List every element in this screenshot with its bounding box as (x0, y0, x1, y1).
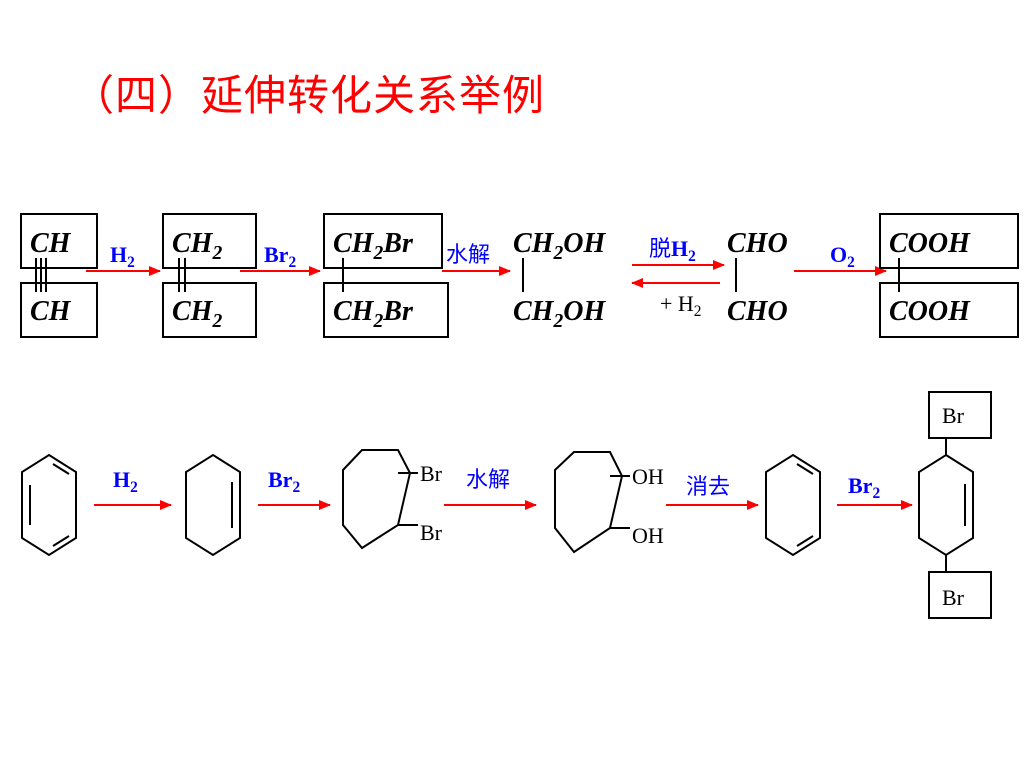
br-boxed-bottom: Br (942, 585, 965, 610)
reagent-dehydrogenation: 脱H2 (649, 236, 696, 265)
oxalic-acid-structure: COOH COOH (879, 213, 1019, 338)
benzene-ring (21, 453, 77, 557)
cyclohexene-ring (185, 453, 241, 557)
arrow-br2-row1: Br2 (240, 242, 321, 276)
ethyne-bottom-label: CH (30, 296, 72, 327)
glyoxal-top-label: CHO (727, 228, 788, 259)
reagent-h2-row1: H2 (110, 242, 135, 271)
ethyne-structure: CH CH (20, 213, 98, 338)
reagent-br2b-row2: Br2 (848, 473, 880, 502)
cyclohexanediol-ring: OH OH (554, 451, 664, 554)
arrow-hydrolysis-row2: 水解 (444, 468, 537, 510)
arrow-hydrogenation: + H2 (631, 278, 720, 320)
reagent-hydrolysis-row2: 水解 (466, 468, 510, 493)
dibromocyclohexane-ring: Br Br (342, 449, 443, 550)
reagent-elimination: 消去 (686, 475, 730, 500)
oh-substituent-bottom: OH (632, 523, 664, 548)
glycol-top-label: CH2OH (513, 228, 606, 264)
dibromoethane-structure: CH2Br CH2Br (323, 213, 449, 338)
reagent-h2-row2: H2 (113, 467, 138, 496)
br-top-box (928, 391, 992, 439)
ethyne-top-label: CH (30, 228, 72, 259)
dibromo-bottom-label: CH2Br (333, 296, 414, 332)
oxalic-top-box (879, 213, 1019, 269)
br-boxed-top: Br (942, 403, 965, 428)
page-title: （四）延伸转化关系举例 (72, 71, 546, 120)
arrow-dehydrogenation: 脱H2 (632, 236, 725, 270)
arrow-elimination: 消去 (666, 475, 759, 510)
reagent-br2-row1: Br2 (264, 242, 296, 271)
oh-substituent-top: OH (632, 464, 664, 489)
dibromocyclohexene-ring: Br Br (918, 391, 992, 619)
dibromo-top-label: CH2Br (333, 228, 414, 264)
arrow-br2b-row2: Br2 (837, 473, 913, 510)
reagent-br2-row2: Br2 (268, 467, 300, 496)
ethene-bottom-box (162, 282, 257, 338)
reagent-o2: O2 (830, 242, 855, 271)
ethene-top-box (162, 213, 257, 269)
arrow-br2-row2: Br2 (258, 467, 331, 510)
br-bottom-box (928, 571, 992, 619)
br-substituent-top: Br (420, 461, 443, 486)
oxalic-bottom-box (879, 282, 1019, 338)
ethene-top-label: CH2 (172, 228, 222, 264)
oxalic-top-label: COOH (889, 228, 971, 259)
glyoxal-bottom-label: CHO (727, 296, 788, 327)
arrow-hydrolysis-row1: 水解 (442, 243, 511, 276)
arrow-h2-row2: H2 (94, 467, 172, 510)
br-substituent-bottom: Br (420, 520, 443, 545)
ethene-structure: CH2 CH2 (162, 213, 257, 338)
ethene-bottom-label: CH2 (172, 296, 222, 332)
ethylene-glycol-structure: CH2OH CH2OH (513, 228, 606, 332)
cyclohexadiene-ring (765, 453, 821, 557)
ethyne-top-box (20, 213, 98, 269)
arrow-o2-row1: O2 (794, 242, 887, 276)
dibromo-top-box (323, 213, 443, 269)
oxalic-bottom-label: COOH (889, 296, 971, 327)
reagent-hydrolysis-row1: 水解 (446, 243, 490, 268)
reagent-add-h2: + H2 (660, 291, 702, 320)
dibromo-bottom-box (323, 282, 449, 338)
arrow-h2-row1: H2 (86, 242, 161, 276)
ethyne-bottom-box (20, 282, 98, 338)
glyoxal-structure: CHO CHO (727, 228, 788, 327)
glycol-bottom-label: CH2OH (513, 296, 606, 332)
